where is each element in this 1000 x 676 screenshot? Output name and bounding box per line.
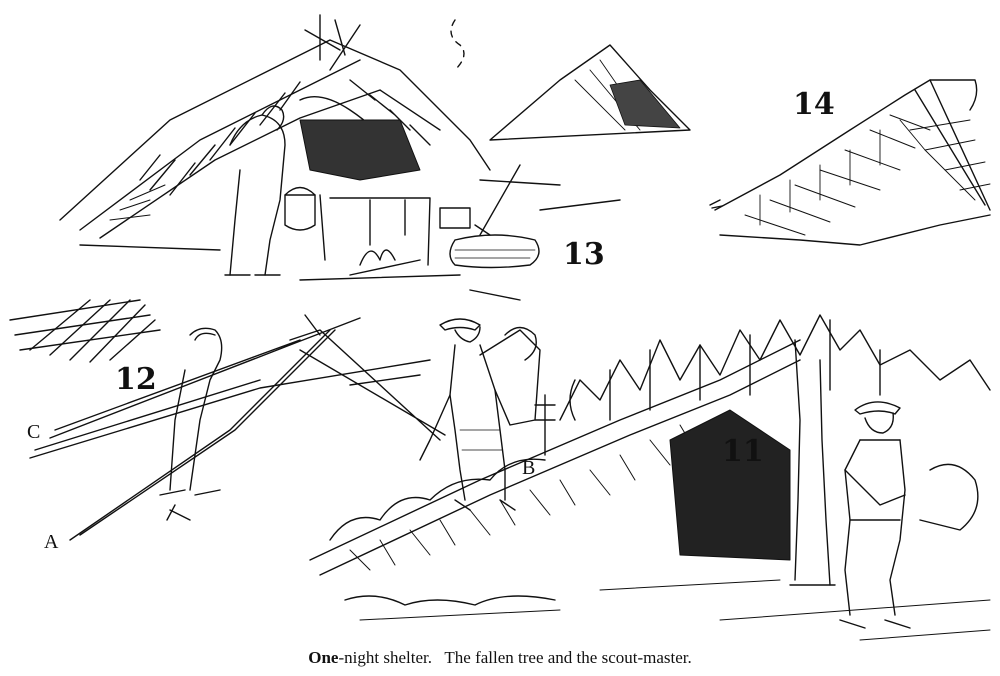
pole-label-a: A — [44, 531, 59, 553]
caption: One-night shelter. The fallen tree and t… — [0, 648, 1000, 668]
brush-hut-scene — [59, 14, 691, 301]
bark-shelter-scene — [709, 79, 991, 246]
figure-number-14: 14 — [793, 87, 835, 122]
scout-figure — [419, 318, 541, 511]
figure-number-12: 12 — [115, 362, 157, 397]
figure-number-11: 11 — [722, 434, 764, 469]
pole-label-c: C — [27, 421, 41, 443]
caption-text: -night shelter. The fallen tree and the … — [338, 648, 692, 667]
figure-number-13: 13 — [563, 237, 605, 272]
fallen-tree-scene — [309, 314, 991, 641]
pole-frame-scene — [9, 299, 446, 541]
caption-lead: One — [308, 648, 339, 667]
pole-label-b: B — [522, 457, 536, 479]
